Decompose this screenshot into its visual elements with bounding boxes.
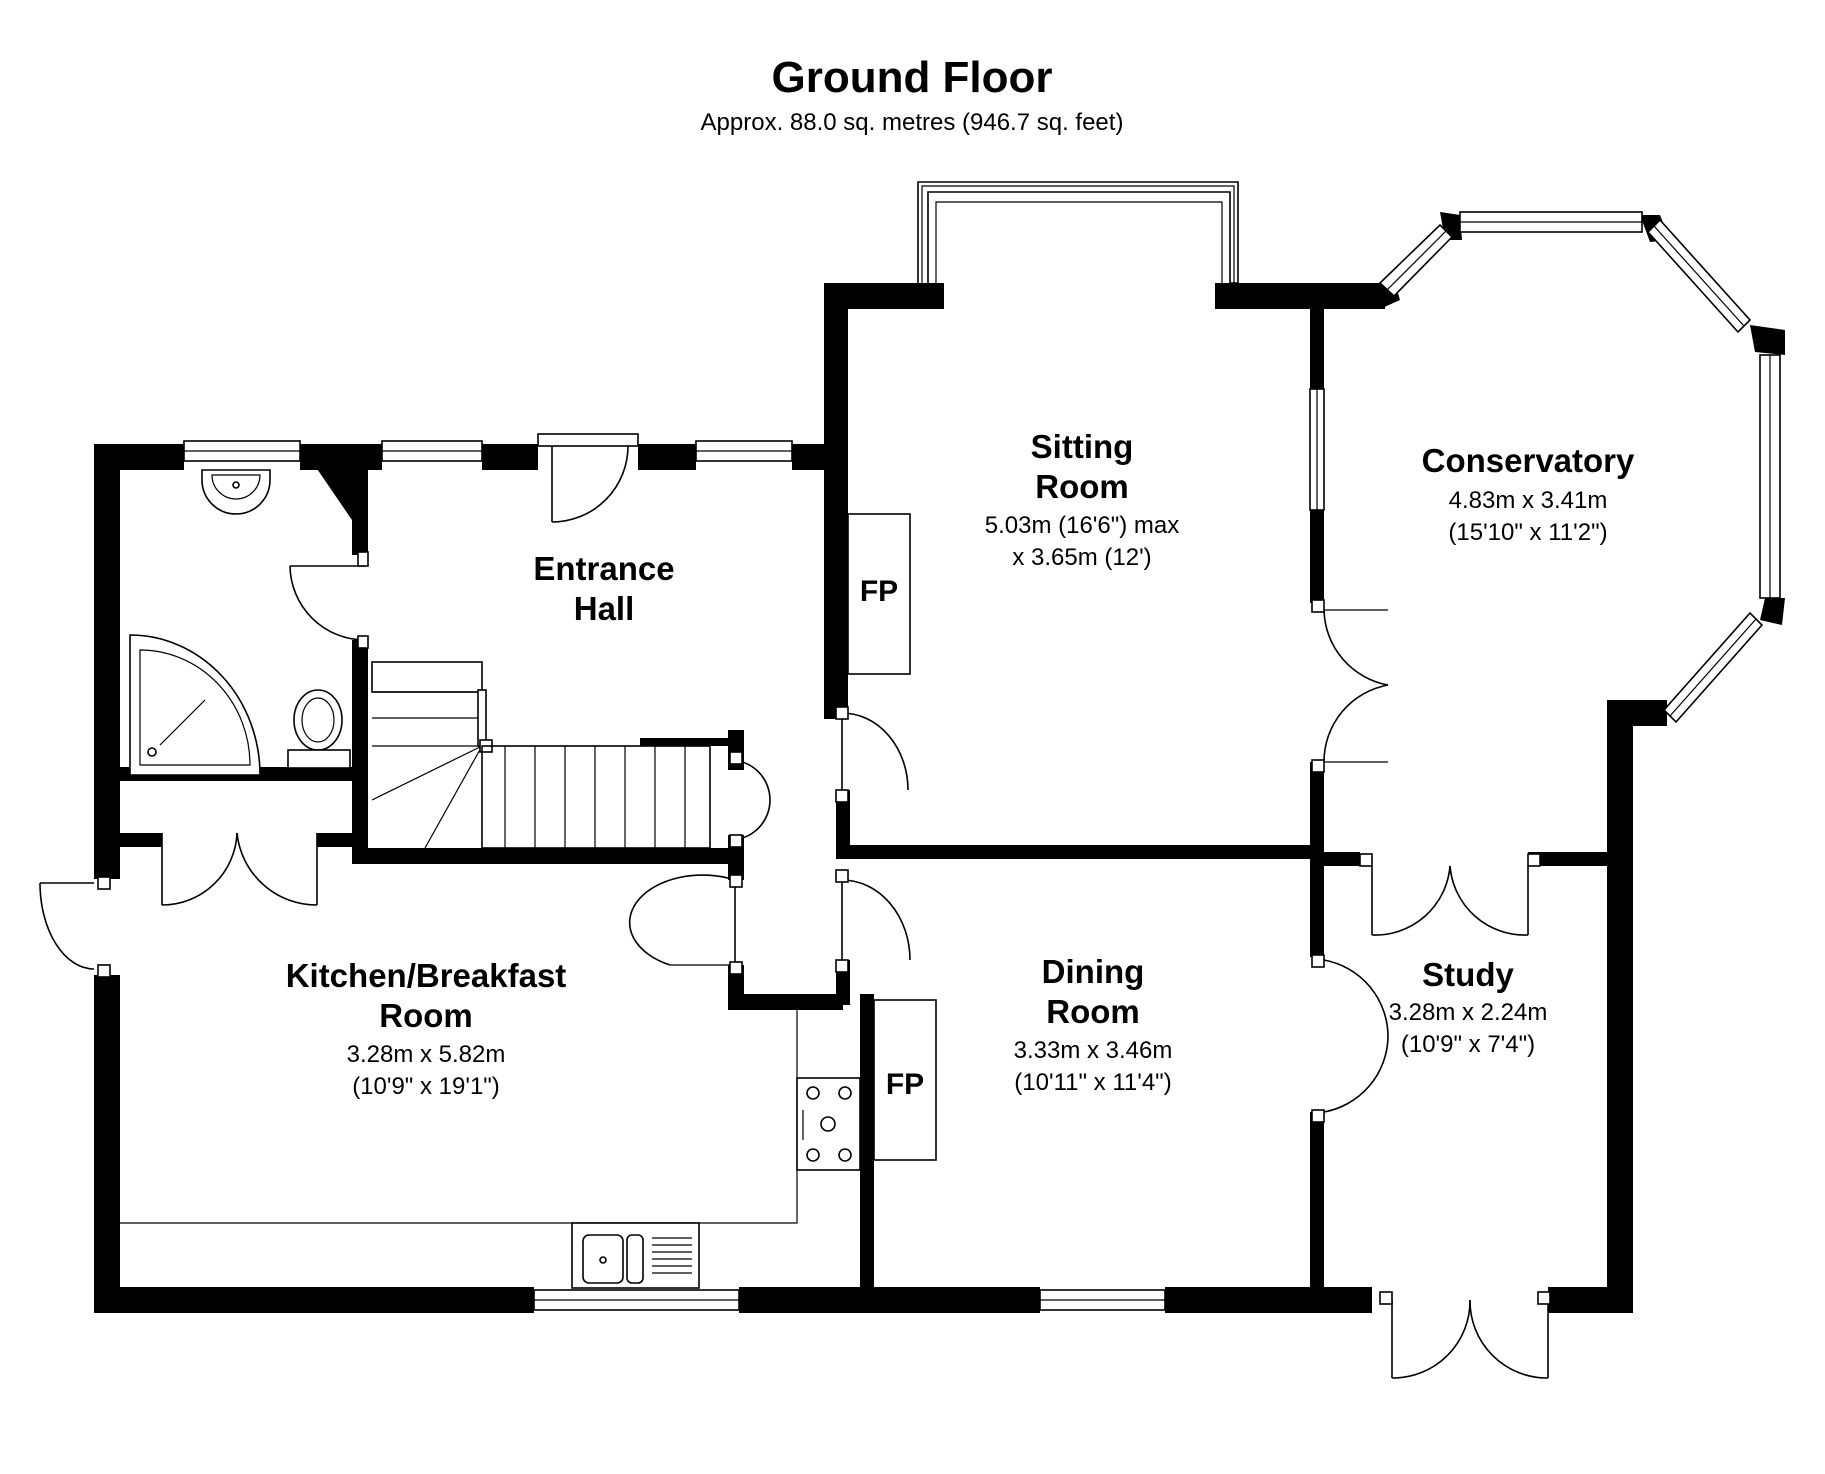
door-store-double bbox=[161, 832, 318, 906]
room-name-line1: Sitting bbox=[1031, 428, 1134, 465]
label-conservatory: Conservatory 4.83m x 3.41m (15'10" x 11'… bbox=[1422, 442, 1635, 546]
fireplace-dining-label: FP bbox=[886, 1068, 924, 1101]
label-sitting-room: Sitting Room 5.03m (16'6") max x 3.65m (… bbox=[985, 428, 1180, 571]
doors bbox=[39, 445, 1551, 1379]
room-name-line2: Room bbox=[379, 997, 473, 1034]
door-cupboard bbox=[729, 751, 771, 848]
room-dimension-line1: 3.33m x 3.46m bbox=[1014, 1037, 1173, 1064]
room-name-line2: Room bbox=[1046, 993, 1140, 1030]
bathroom-fixtures bbox=[129, 469, 351, 776]
window-bay-sitting-room bbox=[917, 181, 1239, 284]
door-kitchen-side bbox=[39, 876, 111, 978]
door-kitchen-hall bbox=[628, 874, 743, 975]
fireplace-sitting-label: FP bbox=[860, 575, 898, 608]
door-dining-room bbox=[835, 869, 911, 973]
shower-tray bbox=[129, 634, 261, 776]
room-name-line1: Entrance bbox=[533, 550, 674, 587]
fireplace-sitting: FP bbox=[847, 513, 911, 675]
windows bbox=[183, 181, 1781, 1311]
room-dimension-line2: x 3.65m (12') bbox=[1012, 544, 1151, 571]
door-study-garden bbox=[1379, 1291, 1551, 1379]
room-dimension-line2: (15'10" x 11'2") bbox=[1448, 519, 1607, 546]
staircase bbox=[371, 661, 744, 849]
label-dining-room: Dining Room 3.33m x 3.46m (10'11" x 11'4… bbox=[1014, 953, 1173, 1096]
room-name-line1: Kitchen/Breakfast bbox=[286, 957, 567, 994]
kitchen-fixtures bbox=[120, 1010, 861, 1289]
plan-area-subtitle: Approx. 88.0 sq. metres (946.7 sq. feet) bbox=[701, 109, 1124, 136]
interior-walls bbox=[120, 303, 1618, 1302]
room-dimension-line2: (10'9" x 7'4") bbox=[1401, 1031, 1535, 1058]
room-name-line2: Hall bbox=[574, 590, 635, 627]
door-study-double bbox=[1311, 954, 1389, 1123]
door-sitting-room bbox=[835, 706, 909, 803]
door-bathroom bbox=[289, 551, 369, 649]
door-conservatory-double bbox=[1311, 599, 1389, 773]
room-name-line2: Room bbox=[1035, 468, 1129, 505]
room-dimension-line1: 5.03m (16'6") max bbox=[985, 512, 1180, 539]
room-dimension-line2: (10'11" x 11'4") bbox=[1014, 1069, 1171, 1096]
label-kitchen: Kitchen/Breakfast Room 3.28m x 5.82m (10… bbox=[286, 957, 567, 1100]
room-dimension-line1: 3.28m x 5.82m bbox=[347, 1041, 506, 1068]
label-entrance-hall: Entrance Hall bbox=[533, 550, 674, 627]
room-dimension-line2: (10'9" x 19'1") bbox=[352, 1073, 500, 1100]
toilet bbox=[287, 689, 351, 769]
hob bbox=[796, 1077, 861, 1171]
fireplace-dining: FP bbox=[873, 999, 937, 1161]
label-study: Study 3.28m x 2.24m (10'9" x 7'4") bbox=[1389, 956, 1548, 1058]
room-dimension-line1: 4.83m x 3.41m bbox=[1449, 487, 1608, 514]
room-name-line1: Dining bbox=[1042, 953, 1145, 990]
room-name-line1: Conservatory bbox=[1422, 442, 1635, 479]
sink bbox=[571, 1222, 700, 1289]
room-name-line1: Study bbox=[1422, 956, 1514, 993]
plan-title: Ground Floor bbox=[771, 53, 1052, 102]
room-dimension-line1: 3.28m x 2.24m bbox=[1389, 999, 1548, 1026]
door-front bbox=[551, 445, 629, 523]
exterior-walls bbox=[94, 212, 1785, 1313]
door-conservatory-study bbox=[1359, 853, 1541, 936]
washbasin bbox=[201, 469, 271, 515]
